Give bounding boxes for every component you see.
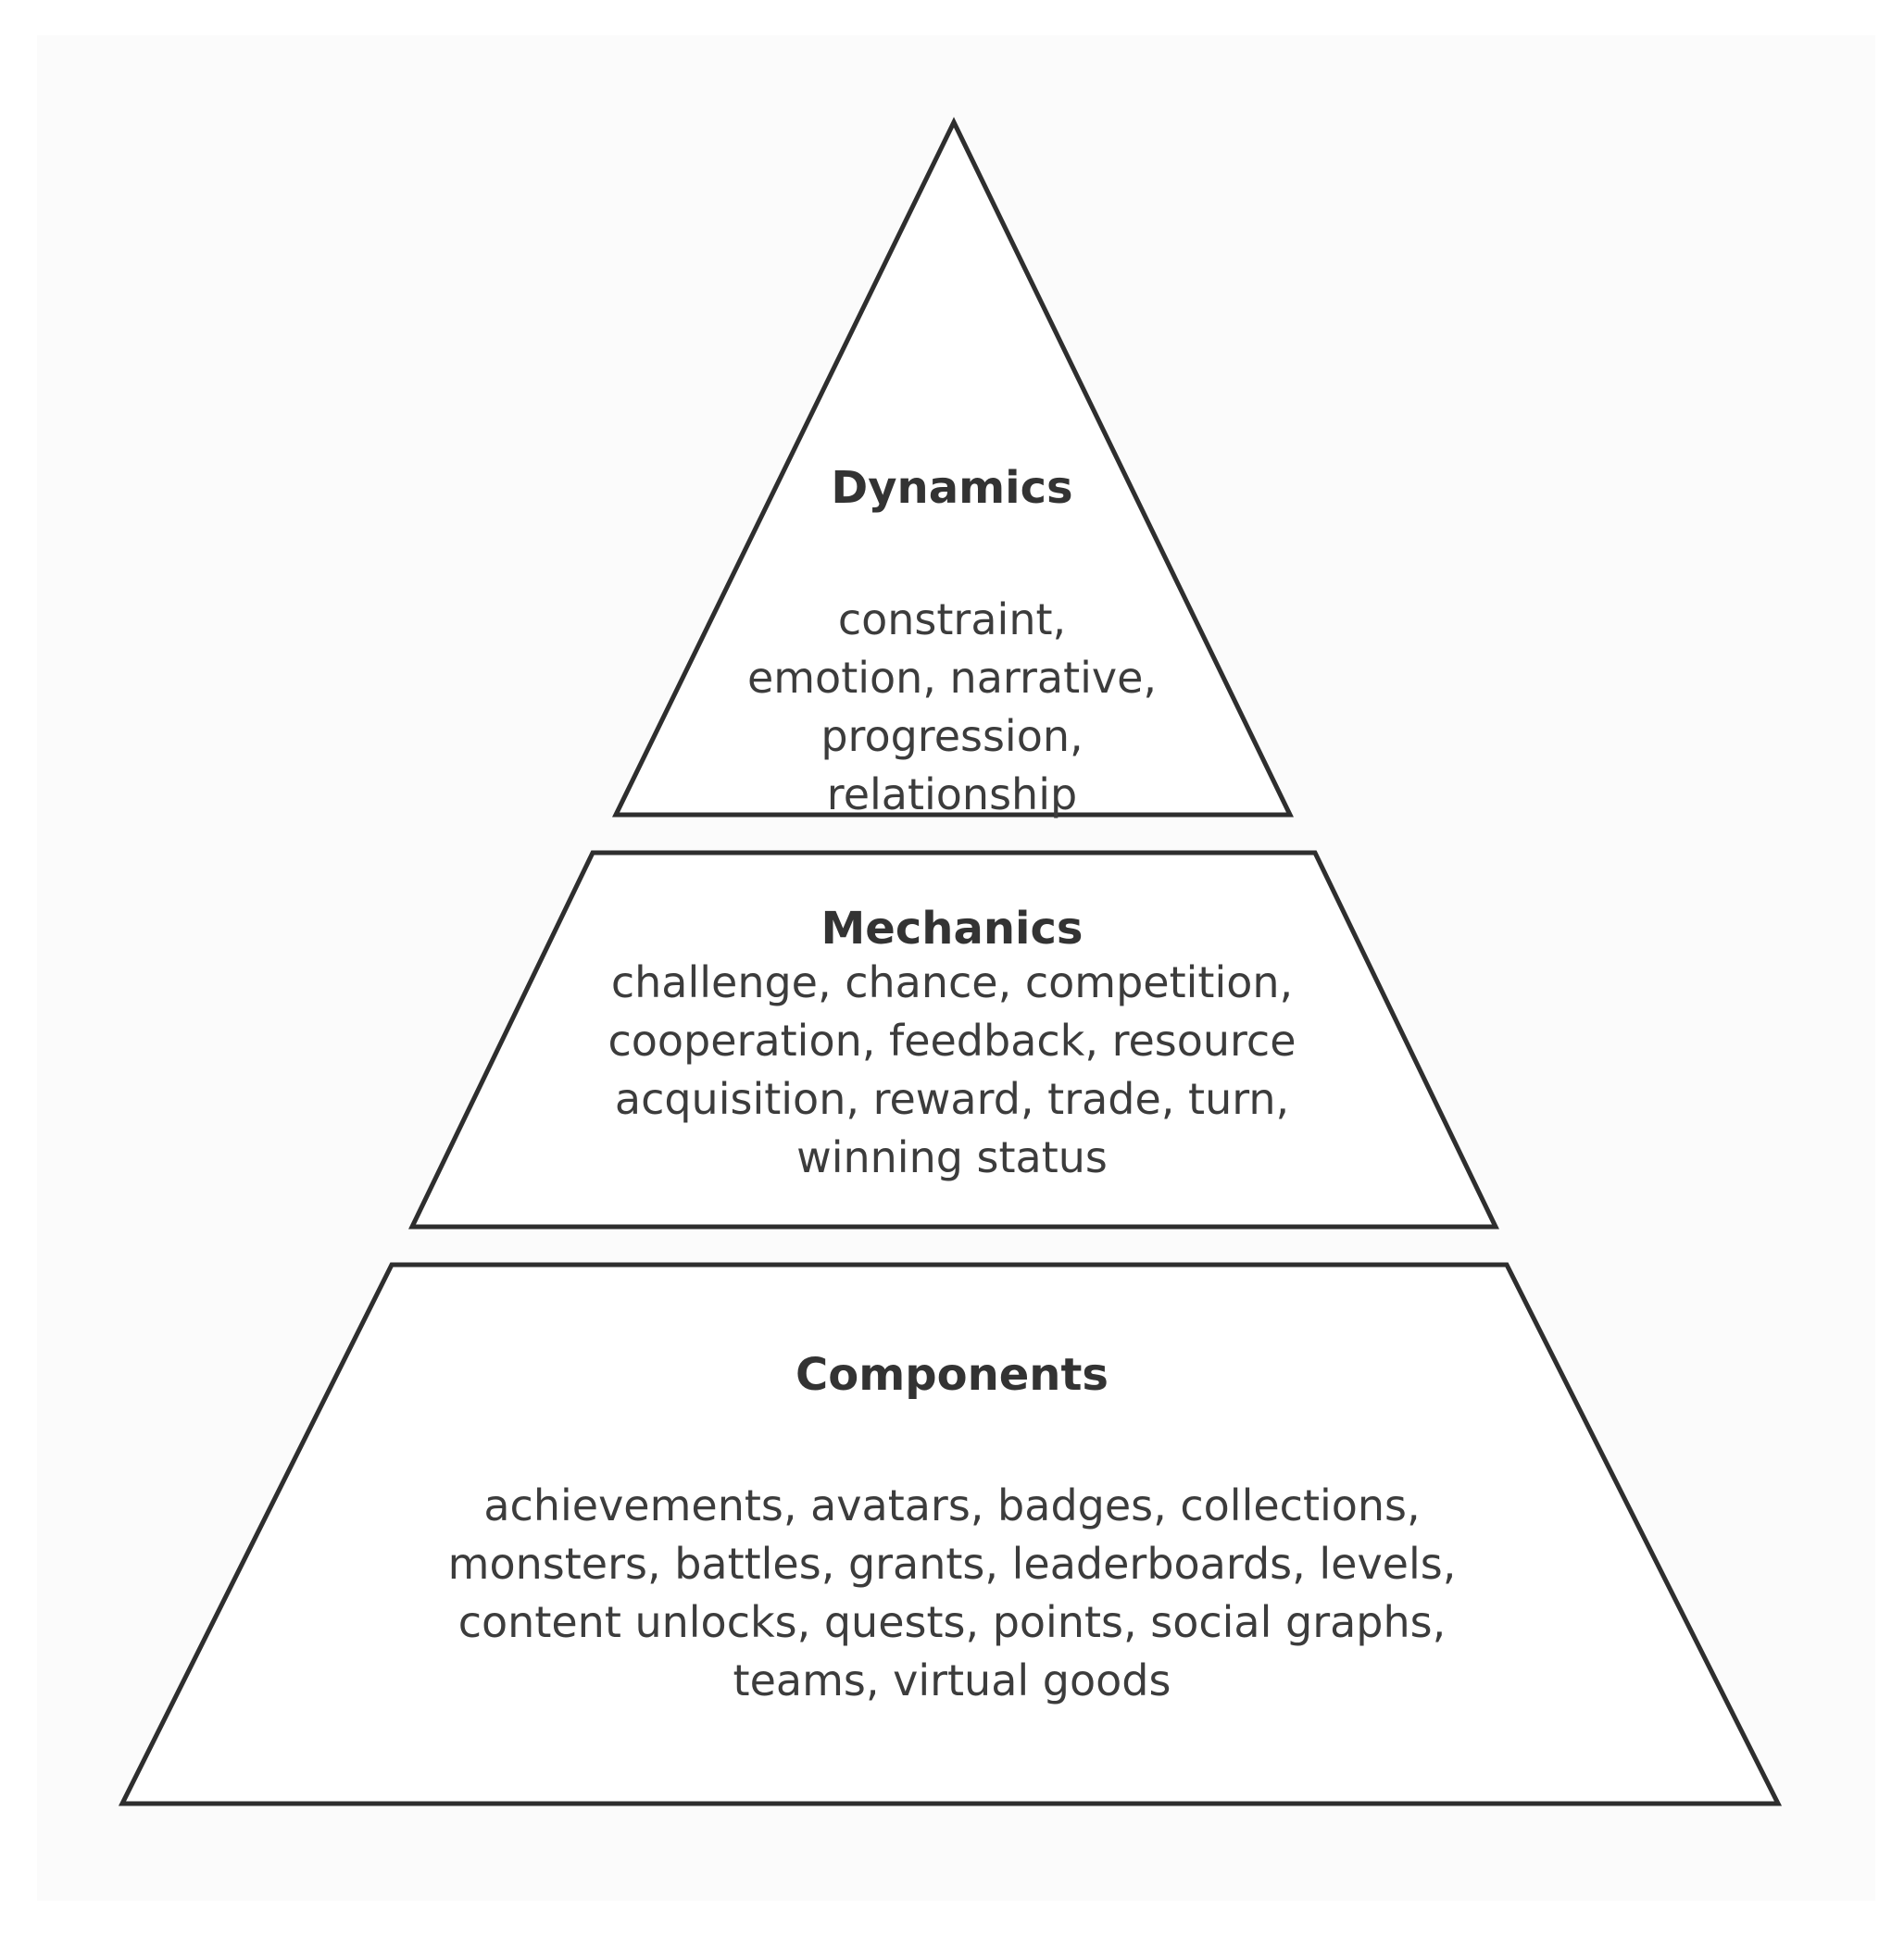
dynamics-items: constraint, emotion, narrative, progress… — [746, 594, 1158, 819]
components-title: Components — [795, 1349, 1109, 1401]
mechanics-items: challenge, chance, competition, cooperat… — [608, 957, 1296, 1182]
dynamics-triangle — [611, 117, 1294, 818]
dynamics-title: Dynamics — [831, 462, 1073, 514]
components-items: achievements, avatars, badges, collectio… — [447, 1480, 1457, 1705]
components-trapezoid — [118, 1262, 1783, 1806]
mechanics-title: Mechanics — [820, 903, 1084, 955]
mechanics-trapezoid — [408, 850, 1499, 1230]
